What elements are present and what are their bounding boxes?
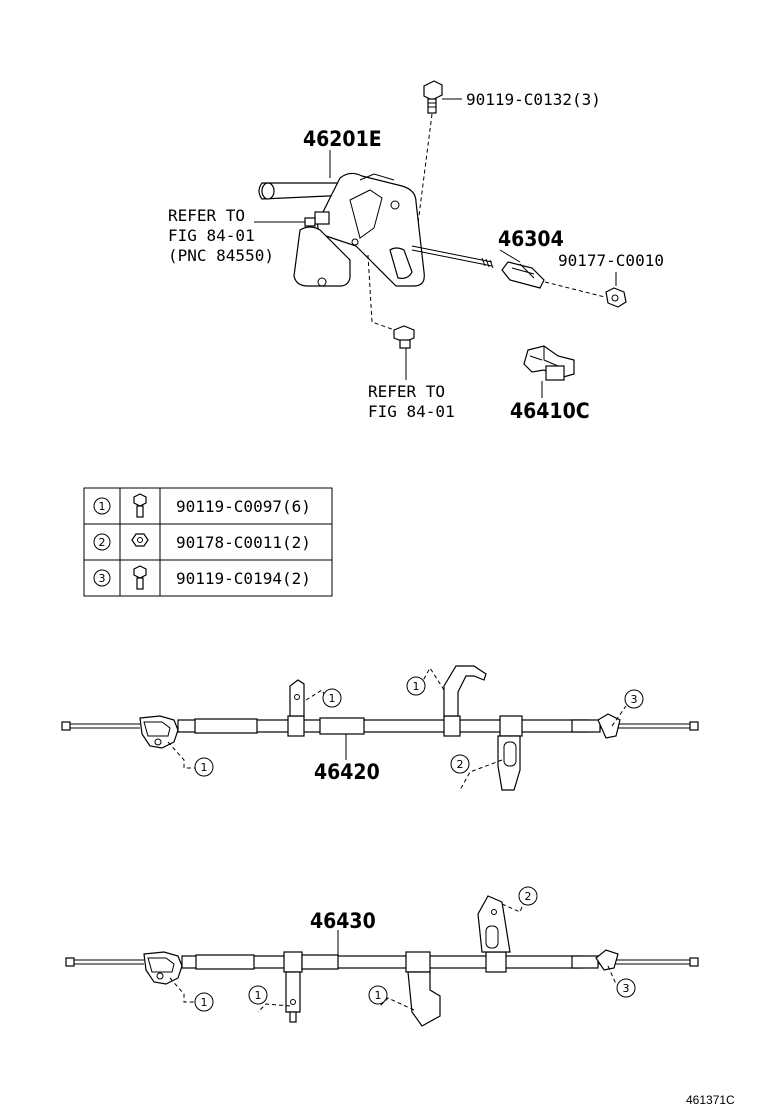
nut-label: 90177-C0010 — [558, 251, 664, 270]
table-row: 1 90119-C0097(6) — [93, 493, 311, 518]
callout-number: 2 — [525, 890, 532, 903]
table-row: 2 90178-C0011(2) — [93, 533, 311, 552]
callout-number: 3 — [631, 693, 638, 706]
parking-brake-lever-assembly: 90119-C0132(3) 46201E REFER TO FIG 84-01… — [168, 80, 664, 423]
cable-2-label: 46430 — [310, 909, 376, 933]
callout-number: 3 — [99, 572, 106, 585]
fastener-table: 1 90119-C0097(6) 2 90178-C0011(2) 3 — [83, 487, 333, 597]
cable-1-callouts: 1 1 1 2 3 — [194, 676, 644, 777]
refer-left-line-3: (PNC 84550) — [168, 246, 274, 265]
callout-number: 1 — [375, 989, 382, 1002]
bolt-top-label: 90119-C0132(3) — [466, 90, 601, 109]
cable-46430 — [65, 895, 699, 1027]
part-number: 90178-C0011(2) — [176, 533, 311, 552]
cable-1-label: 46420 — [314, 760, 380, 784]
lever-label: 46201E — [303, 127, 382, 151]
callout-number: 1 — [201, 761, 208, 774]
part-number: 90119-C0194(2) — [176, 569, 311, 588]
refer-bottom-line-1: REFER TO — [368, 382, 445, 401]
callout-number: 1 — [329, 692, 336, 705]
callout-number: 1 — [413, 680, 420, 693]
bolt-top-icon — [423, 80, 443, 114]
refer-left-line-1: REFER TO — [168, 206, 245, 225]
callout-number: 2 — [457, 758, 464, 771]
clip-46410c — [523, 345, 575, 381]
rod-46304 — [411, 245, 545, 289]
nut-icon — [605, 287, 627, 308]
refer-bottom-line-2: FIG 84-01 — [368, 402, 455, 421]
part-number: 90119-C0097(6) — [176, 497, 311, 516]
callout-number: 2 — [99, 536, 106, 549]
clip-label: 46410C — [510, 399, 590, 423]
refer-left-line-2: FIG 84-01 — [168, 226, 255, 245]
bolt-icon — [133, 493, 147, 518]
nut-icon — [131, 533, 149, 547]
cable-46420 — [61, 665, 699, 791]
lever-body — [258, 172, 425, 287]
table-row: 3 90119-C0194(2) — [93, 565, 311, 590]
callout-number: 1 — [99, 500, 106, 513]
callout-number: 1 — [255, 989, 262, 1002]
bolt-bottom-icon — [393, 325, 415, 349]
callout-number: 3 — [623, 982, 630, 995]
callout-number: 1 — [201, 996, 208, 1009]
cable-2-callouts: 1 1 1 2 3 — [194, 886, 636, 1012]
bolt-icon — [133, 565, 147, 590]
figure-id: 461371C — [686, 1093, 735, 1107]
rod-label: 46304 — [498, 227, 564, 251]
